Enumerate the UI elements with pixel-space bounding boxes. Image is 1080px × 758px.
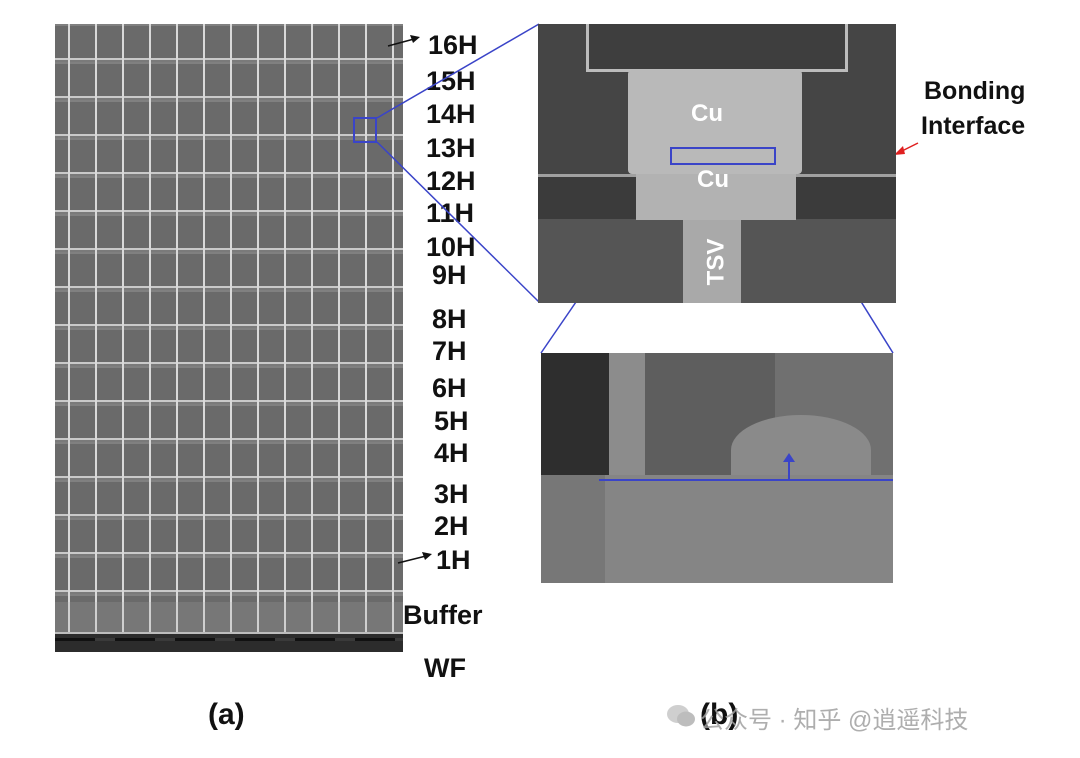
layer-label-5h: 5H [434, 406, 469, 436]
layer-label-3h: 3H [434, 479, 469, 509]
layer-label-12h: 12H [426, 166, 476, 196]
zoom-connector-bottom [376, 141, 540, 303]
layer-label-16h: 16H [428, 30, 478, 60]
interface-tem-image [541, 353, 893, 583]
layer-label-11h: 11H [426, 198, 475, 228]
buffer-label: Buffer [403, 600, 483, 630]
zoom-region-box [353, 117, 377, 143]
layer-label-13h: 13H [426, 133, 476, 163]
cu-top-label: Cu [691, 100, 723, 127]
arrow-16h-head [410, 35, 420, 43]
upper-trench [586, 24, 848, 72]
tem-grain-1 [609, 353, 645, 475]
interface-zoom-box [670, 147, 776, 165]
cu-bottom-label: Cu [697, 166, 729, 193]
wafer-band [55, 632, 403, 652]
interface-pointer-head [894, 146, 905, 155]
tsv-via [683, 220, 741, 303]
wechat-icon [667, 705, 695, 727]
arrow-1h-head [422, 552, 432, 560]
tem-bond-line [599, 479, 893, 481]
tsv-array-pattern [55, 24, 403, 624]
wafer-label: WF [424, 653, 466, 683]
bonding-sem-image: Cu Cu TSV [538, 24, 896, 303]
layer-label-4h: 4H [434, 438, 469, 468]
tem-grain-cusp [731, 415, 871, 485]
tsv-label: TSV [702, 238, 730, 286]
watermark-text: 公众号 · 知乎 @逍遥科技 [700, 707, 969, 734]
layer-label-14h: 14H [426, 99, 476, 129]
layer-label-7h: 7H [432, 336, 467, 366]
layer-label-9h: 9H [432, 260, 467, 290]
layer-label-1h: 1H [436, 545, 471, 575]
bonding-label: Bonding [924, 77, 1026, 105]
buffer-die-band [55, 602, 403, 632]
stacked-die-image [55, 24, 403, 652]
layer-label-15h: 15H [426, 66, 476, 96]
arrow-16h-line [387, 38, 415, 47]
tem-arrow-head [783, 453, 795, 462]
cu-top-pad [628, 70, 802, 174]
layer-label-6h: 6H [432, 373, 467, 403]
arrow-1h-line [397, 555, 427, 564]
interface-label: Interface [921, 112, 1026, 140]
layer-label-2h: 2H [434, 511, 469, 541]
panel-b-tag: (b) [700, 698, 739, 731]
cu-bottom-pad [636, 174, 796, 220]
tem-arrow-shaft [788, 459, 790, 479]
zoom-connector-top [376, 23, 540, 119]
layer-label-8h: 8H [432, 304, 467, 334]
panel-a-tag: (a) [208, 698, 245, 731]
layer-label-10h: 10H [426, 232, 476, 262]
tem-lower-cu-left [541, 475, 605, 583]
tem-dark-grain [541, 353, 609, 475]
